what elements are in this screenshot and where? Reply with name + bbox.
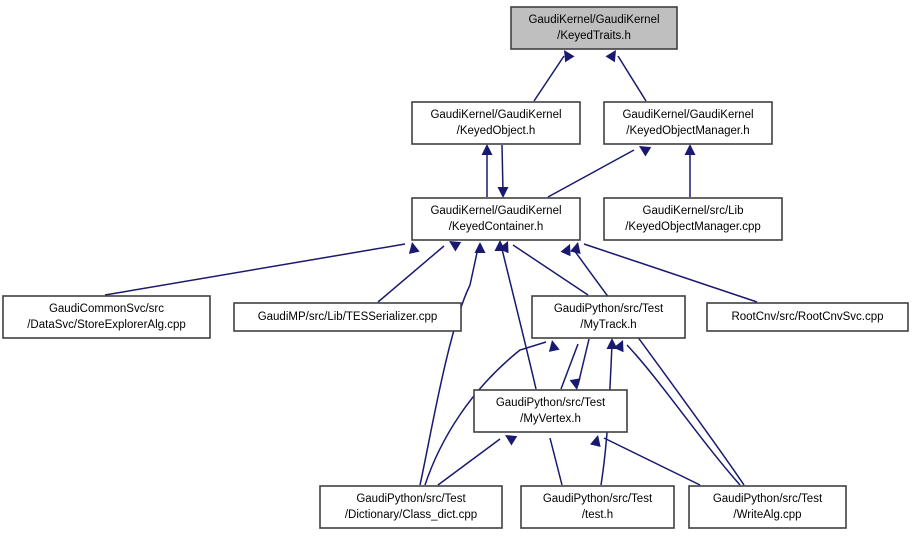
node-label-class_dict-line1: GaudiPython/src/Test [356, 493, 466, 505]
node-label-writealg-line2: /WriteAlg.cpp [733, 509, 801, 521]
node-label-keyedobject-line1: GaudiKernel/GaudiKernel [430, 109, 561, 121]
graph-node-storeexploreralg[interactable]: GaudiCommonSvc/src/DataSvc/StoreExplorer… [2, 295, 211, 339]
node-label-keyedobjectmanager_h-line2: /KeyedObjectManager.h [626, 125, 749, 137]
graph-edge-storeexploreralg-to-keyedcontainer [104, 242, 420, 296]
node-label-myvertex-line1: GaudiPython/src/Test [496, 397, 606, 409]
node-box-writealg[interactable] [688, 485, 847, 529]
node-label-mytrack-line2: /MyTrack.h [580, 319, 636, 331]
node-label-keyedobjectmanager_h-line1: GaudiKernel/GaudiKernel [622, 109, 753, 121]
graph-node-keyedobjectmanager_h[interactable]: GaudiKernel/GaudiKernel/KeyedObjectManag… [603, 101, 773, 145]
node-label-keyedtraits-line2: /KeyedTraits.h [557, 30, 631, 42]
graph-edge-keyedobject-to-keyedcontainer [497, 144, 509, 198]
node-label-keyedcontainer-line1: GaudiKernel/GaudiKernel [430, 205, 561, 217]
node-label-class_dict-line2: /Dictionary/Class_dict.cpp [345, 509, 477, 521]
node-label-keyedobjectmanager_cpp-line1: GaudiKernel/src/Lib [643, 205, 744, 217]
graph-edge-keyedcontainer-to-keyedobject [481, 144, 493, 197]
graph-edge-class_dict-to-mytrack [424, 340, 560, 486]
node-label-keyedobjectmanager_cpp-line2: /KeyedObjectManager.cpp [625, 221, 761, 233]
node-box-mytrack[interactable] [531, 295, 686, 339]
graph-node-test_h[interactable]: GaudiPython/src/Test/test.h [520, 485, 675, 529]
node-label-myvertex-line2: /MyVertex.h [520, 413, 581, 425]
graph-edge-writealg-to-myvertex [590, 435, 701, 486]
graph-edge-myvertex-to-keyedcontainer [494, 240, 537, 390]
graph-edge-class_dict-to-keyedcontainer [419, 242, 486, 486]
graph-node-mytrack[interactable]: GaudiPython/src/Test/MyTrack.h [531, 295, 686, 339]
node-label-storeexploreralg-line2: /DataSvc/StoreExplorerAlg.cpp [27, 319, 186, 331]
node-label-test_h-line2: /test.h [582, 509, 613, 521]
graph-node-writealg[interactable]: GaudiPython/src/Test/WriteAlg.cpp [688, 485, 847, 529]
node-box-keyedcontainer[interactable] [411, 197, 581, 241]
node-label-test_h-line1: GaudiPython/src/Test [543, 493, 653, 505]
node-label-keyedtraits-line1: GaudiKernel/GaudiKernel [528, 14, 659, 26]
node-box-myvertex[interactable] [473, 389, 628, 433]
node-box-keyedobject[interactable] [411, 101, 581, 145]
node-label-mytrack-line1: GaudiPython/src/Test [554, 303, 664, 315]
node-box-keyedobjectmanager_cpp[interactable] [603, 197, 783, 241]
node-label-keyedcontainer-line2: /KeyedContainer.h [449, 221, 544, 233]
graph-node-class_dict[interactable]: GaudiPython/src/Test/Dictionary/Class_di… [319, 485, 503, 529]
graph-edge-keyedobjectmanager_h-to-keyedtraits [605, 50, 647, 102]
graph-node-keyedcontainer[interactable]: GaudiKernel/GaudiKernel/KeyedContainer.h [411, 197, 581, 241]
node-box-keyedtraits[interactable] [510, 6, 678, 50]
graph-edge-tesserializer-to-keyedcontainer [377, 241, 462, 303]
node-box-keyedobjectmanager_h[interactable] [603, 101, 773, 145]
graph-node-rootcnvsvc[interactable]: RootCnv/src/RootCnvSvc.cpp [706, 302, 909, 332]
node-label-writealg-line1: GaudiPython/src/Test [713, 493, 823, 505]
graph-nodes: GaudiKernel/GaudiKernel/KeyedTraits.hGau… [2, 6, 909, 529]
graph-edge-keyedcontainer-to-keyedobjectmanager_h [547, 146, 652, 198]
graph-node-myvertex[interactable]: GaudiPython/src/Test/MyVertex.h [473, 389, 628, 433]
node-box-class_dict[interactable] [319, 485, 503, 529]
graph-edge-mytrack-to-myvertex [569, 338, 590, 390]
node-box-rootcnvsvc[interactable] [706, 302, 909, 332]
node-label-storeexploreralg-line1: GaudiCommonSvc/src [49, 303, 164, 315]
node-label-rootcnvsvc-line1: RootCnv/src/RootCnvSvc.cpp [731, 311, 883, 323]
node-label-tesserializer-line1: GaudiMP/src/Lib/TESSerializer.cpp [258, 311, 438, 323]
graph-edge-writealg-to-mytrack [613, 340, 741, 486]
graph-edge-keyedobject-to-keyedtraits [533, 50, 575, 102]
graph-edge-class_dict-to-myvertex [437, 435, 518, 486]
node-label-keyedobject-line2: /KeyedObject.h [457, 125, 536, 137]
graph-node-tesserializer[interactable]: GaudiMP/src/Lib/TESSerializer.cpp [233, 302, 462, 332]
graph-node-keyedobject[interactable]: GaudiKernel/GaudiKernel/KeyedObject.h [411, 101, 581, 145]
graph-node-keyedtraits[interactable]: GaudiKernel/GaudiKernel/KeyedTraits.h [510, 6, 678, 50]
graph-edge-rootcnvsvc-to-keyedcontainer [570, 242, 758, 303]
node-box-storeexploreralg[interactable] [2, 295, 211, 339]
graph-node-keyedobjectmanager_cpp[interactable]: GaudiKernel/src/Lib/KeyedObjectManager.c… [603, 197, 783, 241]
graph-edge-keyedobjectmanager_cpp-to-keyedobjectmanager_h [684, 144, 696, 197]
node-box-test_h[interactable] [520, 485, 675, 529]
graph-edges [104, 50, 758, 486]
node-box-tesserializer[interactable] [233, 302, 462, 332]
graph-edge-writealg-to-keyedcontainer [560, 244, 745, 486]
